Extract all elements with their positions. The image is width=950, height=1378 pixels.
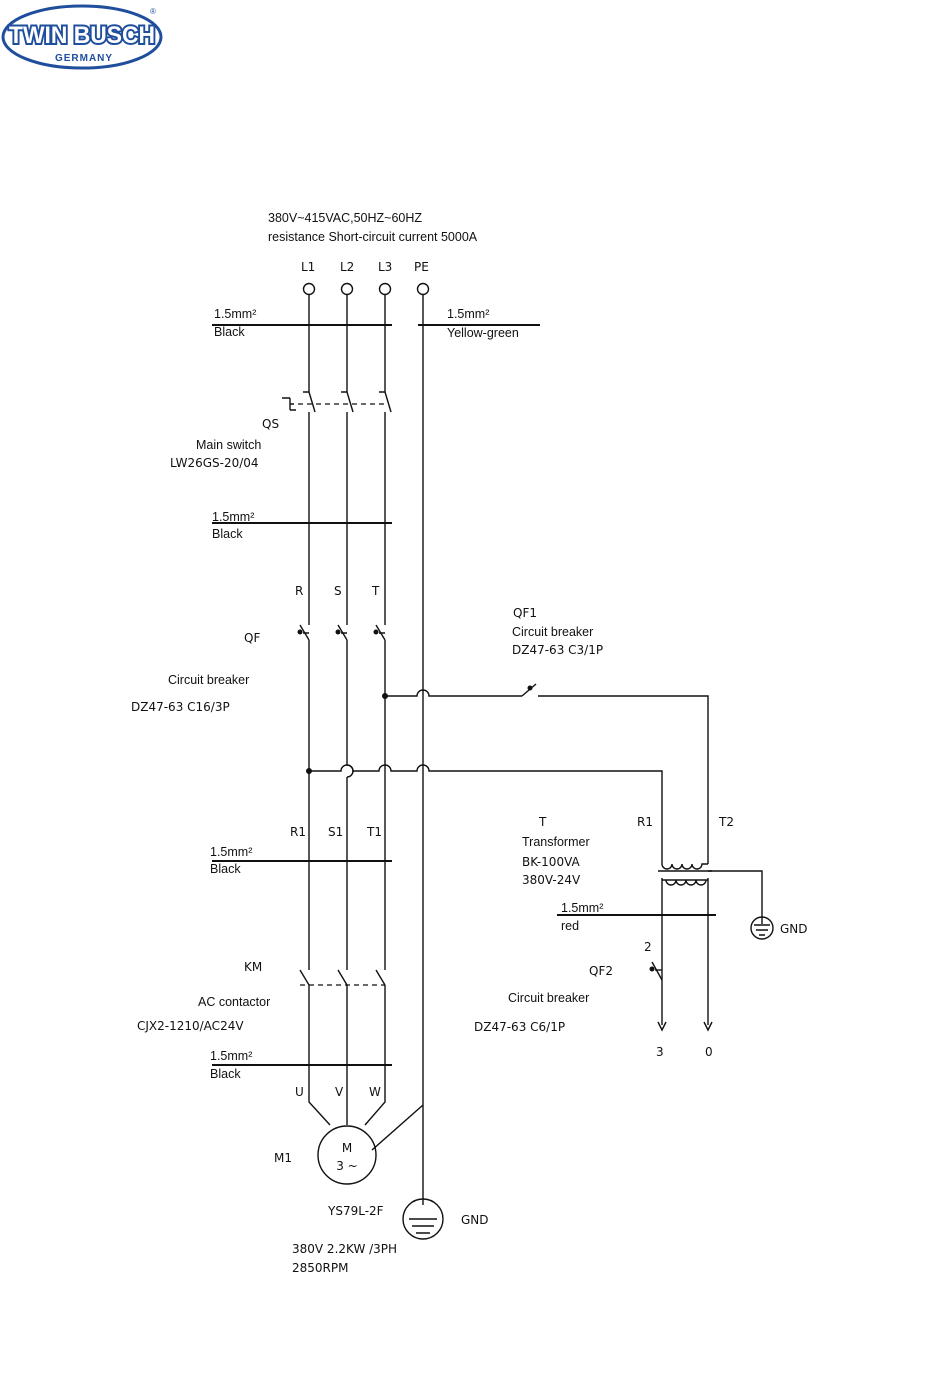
phase-wires	[308, 295, 424, 1205]
motor-terminal-v: V	[335, 1085, 344, 1099]
km-ref: KM	[244, 960, 262, 974]
gnd-ctrl-label: GND	[780, 922, 808, 936]
transformer-symbol	[658, 863, 763, 1025]
motor-symbol	[317, 1125, 377, 1185]
phase-t-label: T	[371, 584, 380, 598]
wire-l3-bottom	[364, 985, 386, 1126]
contactor-km-symbol	[299, 969, 386, 986]
ctrl-terminal-3: 3	[656, 1045, 664, 1059]
supply-spec: 380V~415VAC,50HZ~60HZ	[268, 211, 422, 225]
km-name: AC contactor	[198, 995, 270, 1009]
motor-symbol-m: M	[342, 1141, 352, 1155]
r1-branch	[306, 764, 663, 864]
qf2-name: Circuit breaker	[508, 991, 589, 1005]
phase-r-label: R	[295, 584, 303, 598]
terminal-l1-label: L1	[301, 260, 315, 274]
cable2-size: 1.5mm²	[212, 510, 254, 524]
motor-spec-rpm: 2850RPM	[292, 1261, 348, 1275]
logo-registered: ®	[150, 7, 156, 16]
phase-t1-label: T1	[366, 825, 382, 839]
cable-markers	[212, 324, 716, 1066]
cable3-color: Black	[210, 862, 241, 876]
wire-l2-low	[346, 640, 354, 970]
motor-phase: 3 ~	[336, 1159, 358, 1173]
transformer-ref: T	[538, 815, 547, 829]
motor-spec-power: 380V 2.2KW /3PH	[292, 1242, 397, 1256]
terminal-l2-label: L2	[340, 260, 354, 274]
motor-ref: M1	[274, 1151, 292, 1165]
qf2-model: DZ47-63 C6/1P	[474, 1020, 565, 1034]
terminal-l1	[302, 282, 316, 296]
main-switch-symbol	[282, 391, 392, 413]
phase-r1-label: R1	[290, 825, 306, 839]
terminal-pe-label: PE	[414, 260, 429, 274]
qs-ref: QS	[262, 417, 279, 431]
cable-pe-color: Yellow-green	[447, 326, 519, 340]
terminal-l2	[340, 282, 354, 296]
supply-short-circuit: resistance Short-circuit current 5000A	[268, 230, 478, 244]
qf-ref: QF	[244, 631, 260, 645]
transformer-in-r1: R1	[637, 815, 653, 829]
cable-ctrl-color: red	[561, 919, 579, 933]
qf-model: DZ47-63 C16/3P	[131, 700, 230, 714]
terminal-l3	[378, 282, 392, 296]
qf1-branch	[382, 683, 709, 864]
qf1-ref: QF1	[513, 606, 537, 620]
logo-country: GERMANY	[55, 53, 113, 64]
cable-ctrl-size: 1.5mm²	[561, 901, 603, 915]
wire-pe-motor	[371, 1104, 424, 1151]
transformer-model: BK-100VA	[522, 855, 581, 869]
motor-model: YS79L-2F	[327, 1204, 384, 1218]
wire-l1-bottom	[308, 985, 331, 1126]
logo-brand: TWIN BUSCH	[9, 22, 155, 49]
breaker-qf-symbol	[297, 624, 386, 641]
cable4-color: Black	[210, 1067, 241, 1081]
terminal-l3-label: L3	[378, 260, 392, 274]
control-outputs	[657, 1021, 713, 1032]
cable1-size: 1.5mm²	[214, 307, 256, 321]
cable-pe-size: 1.5mm²	[447, 307, 489, 321]
ctrl-terminal-0: 0	[705, 1045, 713, 1059]
gnd-main-label: GND	[461, 1213, 489, 1227]
qs-name: Main switch	[196, 438, 261, 452]
cable1-color: Black	[214, 325, 245, 339]
transformer-rating: 380V-24V	[522, 873, 581, 887]
terminal-pe	[416, 282, 430, 296]
motor-terminal-u: U	[295, 1085, 304, 1099]
twin-busch-logo: TWIN BUSCH GERMANY ®	[1, 4, 163, 70]
cable2-color: Black	[212, 527, 243, 541]
qf2-terminal: 2	[644, 940, 652, 954]
phase-s-label: S	[334, 584, 342, 598]
transformer-name: Transformer	[522, 835, 590, 849]
motor-terminal-w: W	[369, 1085, 381, 1099]
qf1-name: Circuit breaker	[512, 625, 593, 639]
qf2-ref: QF2	[589, 964, 613, 978]
supply-terminals	[302, 282, 430, 296]
km-model: CJX2-1210/AC24V	[137, 1019, 244, 1033]
breaker-qf2-symbol	[649, 961, 663, 981]
cable3-size: 1.5mm²	[210, 845, 252, 859]
qf1-model: DZ47-63 C3/1P	[512, 643, 603, 657]
main-ground-icon	[402, 1198, 444, 1240]
transformer-in-t2: T2	[718, 815, 734, 829]
cable4-size: 1.5mm²	[210, 1049, 252, 1063]
phase-s1-label: S1	[328, 825, 343, 839]
ground-icon	[750, 915, 774, 940]
qf-name: Circuit breaker	[168, 673, 249, 687]
qs-model: LW26GS-20/04	[170, 456, 259, 470]
